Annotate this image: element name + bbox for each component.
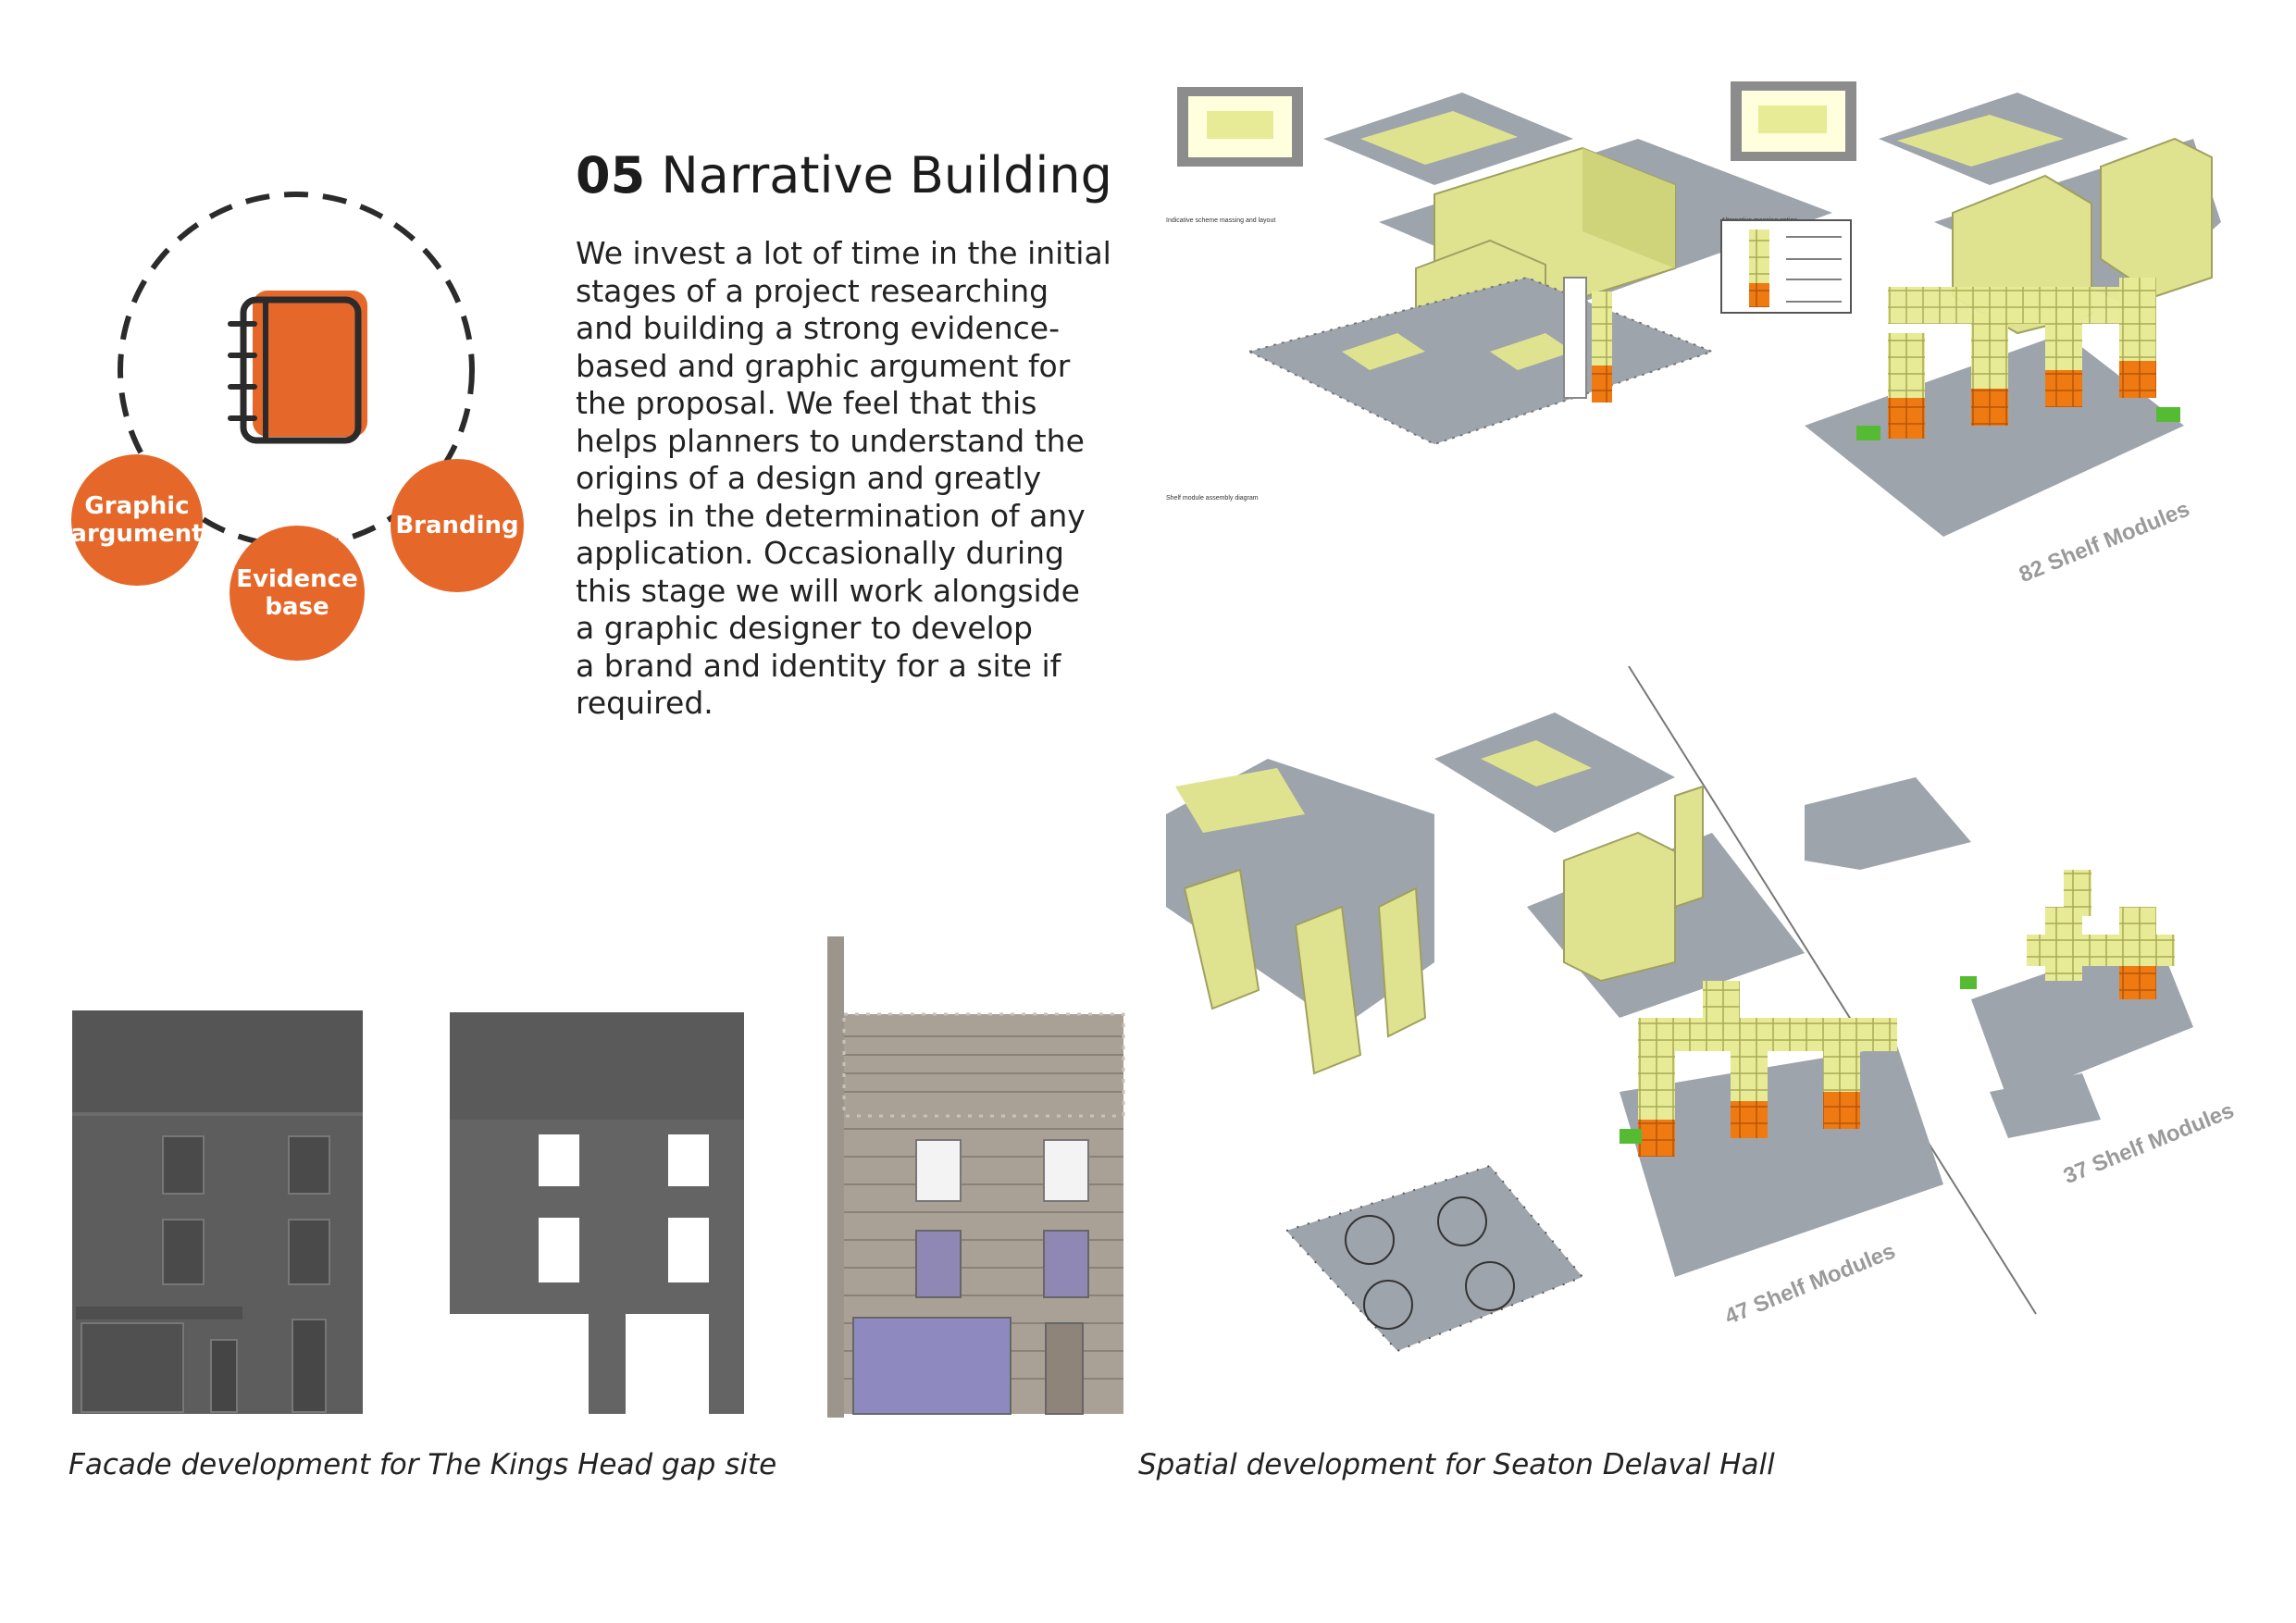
facade-existing-elevation	[72, 1010, 363, 1414]
module-legend	[1720, 219, 1852, 314]
plan-thumbnail-b	[1731, 81, 1856, 161]
notebook-icon	[228, 291, 367, 444]
facade-elevations	[72, 936, 1125, 1418]
facade-massing-elevation	[450, 1012, 744, 1414]
intro-paragraph: We invest a lot of time in the initial s…	[576, 235, 1111, 721]
bubble-graphic-argument: Graphic argument	[70, 454, 204, 586]
bubble-branding: Branding	[391, 459, 524, 592]
page-title: 05 Narrative Building	[576, 146, 1112, 204]
facade-proposed-elevation	[827, 936, 1125, 1418]
svg-text:Shelf module assembly diagram: Shelf module assembly diagram	[1166, 495, 1259, 502]
spatial-diagrams: Indicative scheme massing and layout Alt…	[1166, 81, 2221, 1353]
section-title: Narrative Building	[661, 146, 1112, 204]
plan-thumbnail-a	[1177, 87, 1303, 167]
bubble-evidence-base: Evidence base	[230, 526, 365, 661]
caption-facade: Facade development for The Kings Head ga…	[68, 1448, 777, 1481]
svg-text:Indicative scheme massing and: Indicative scheme massing and layout	[1166, 217, 1275, 224]
caption-spatial: Spatial development for Seaton Delaval H…	[1138, 1448, 1775, 1481]
section-number: 05	[576, 146, 646, 204]
